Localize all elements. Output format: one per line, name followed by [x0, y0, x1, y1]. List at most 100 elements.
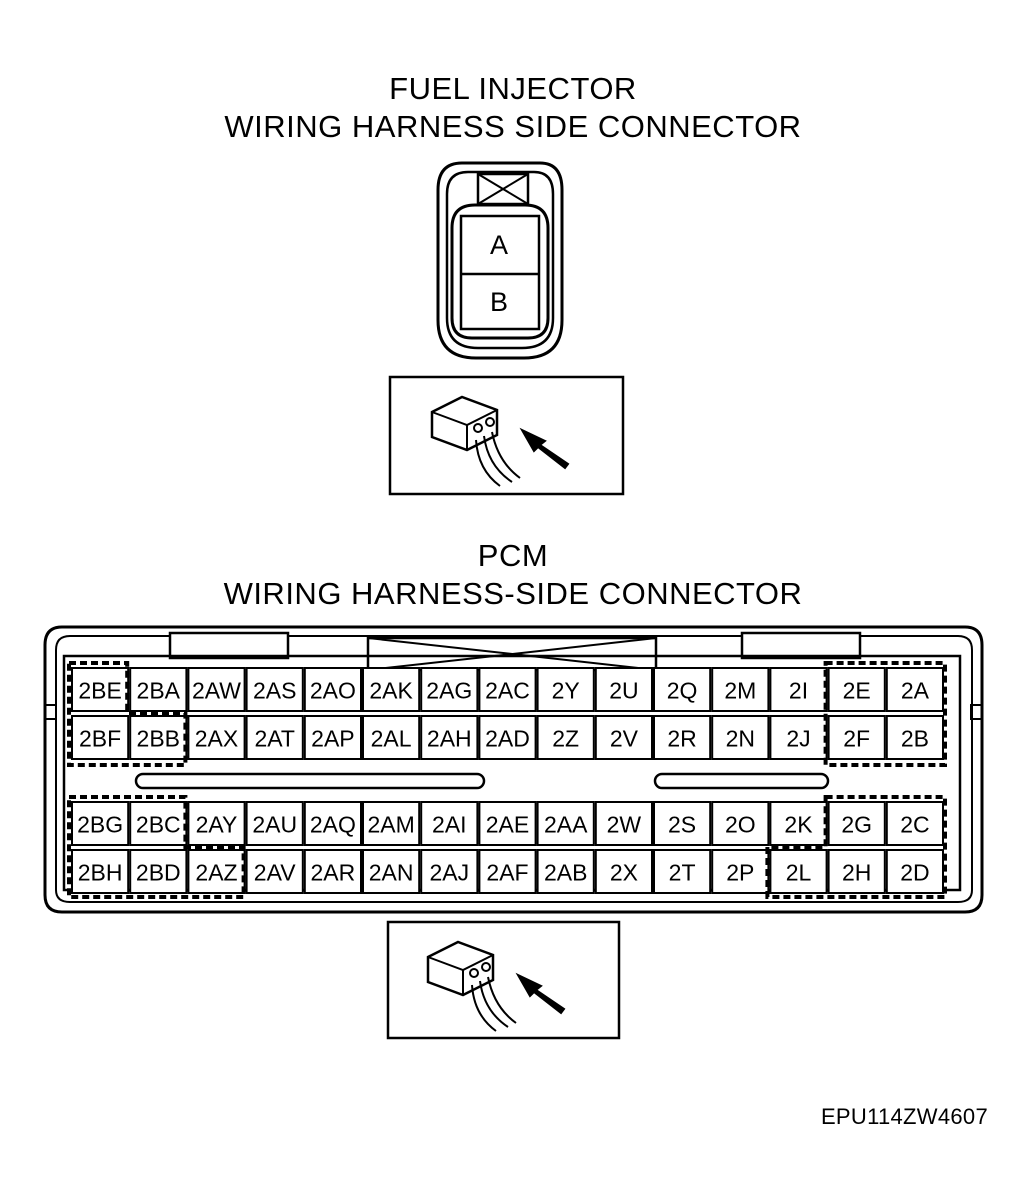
- pcm-terminal-label: 2AO: [310, 678, 356, 704]
- pcm-terminal-cell: [362, 667, 421, 712]
- pcm-terminal-cell: [71, 801, 130, 846]
- pcm-terminal-cell: [303, 849, 362, 894]
- pcm-terminal-label: 2R: [667, 726, 696, 752]
- pcm-terminal-label: 2W: [607, 812, 642, 838]
- pcm-terminal-label: 2AL: [371, 726, 412, 752]
- pcm-terminal-label: 2AY: [196, 812, 238, 838]
- reference-code: EPU114ZW4607: [820, 1104, 988, 1129]
- injector-view-direction-icon: [388, 375, 625, 496]
- pcm-terminal-label: 2AG: [426, 678, 472, 704]
- pcm-terminal-label: 2AA: [544, 812, 588, 838]
- pcm-terminal-label: 2AQ: [310, 812, 356, 838]
- pcm-terminal-label: 2P: [726, 860, 754, 886]
- pcm-terminal-cell: [885, 801, 944, 846]
- pcm-terminal-label: 2AU: [252, 812, 297, 838]
- pcm-terminal-label: 2BA: [137, 678, 181, 704]
- pcm-terminal-label: 2AS: [253, 678, 296, 704]
- pcm-terminal-label: 2AD: [485, 726, 530, 752]
- pcm-terminal-label: 2F: [843, 726, 870, 752]
- pcm-terminal-label: 2M: [724, 678, 756, 704]
- pcm-terminal-cell: [420, 849, 479, 894]
- pcm-terminal-cell: [245, 849, 304, 894]
- injector-terminal-b: B: [490, 287, 508, 317]
- pcm-terminal-cell: [420, 801, 479, 846]
- pcm-terminal-label: 2G: [841, 812, 872, 838]
- pcm-terminal-label: 2AP: [311, 726, 354, 752]
- injector-title-line1: FUEL INJECTOR: [389, 71, 637, 106]
- pcm-terminal-cell: [536, 715, 595, 760]
- pcm-terminal-cell: [362, 849, 421, 894]
- pcm-terminal-label: 2BG: [77, 812, 123, 838]
- pcm-terminal-cell: [536, 849, 595, 894]
- pcm-terminal-label: 2BB: [137, 726, 180, 752]
- pcm-key-outline-upper-left: [67, 661, 188, 767]
- pcm-terminal-label: 2Z: [552, 726, 579, 752]
- pcm-terminal-label: 2Y: [552, 678, 580, 704]
- pcm-terminal-label: 2BC: [136, 812, 181, 838]
- pcm-terminal-label: 2C: [900, 812, 929, 838]
- pcm-terminal-cell: [536, 667, 595, 712]
- pcm-terminal-cell: [827, 667, 886, 712]
- pcm-terminal-cell: [71, 849, 130, 894]
- pcm-terminal-label: 2AB: [544, 860, 587, 886]
- pcm-terminal-label: 2AC: [485, 678, 530, 704]
- pcm-terminal-cell: [827, 849, 886, 894]
- pcm-terminal-label: 2AE: [486, 812, 529, 838]
- pcm-terminal-cell: [594, 849, 653, 894]
- pcm-key-outline-upper-right: [823, 661, 947, 767]
- pcm-terminal-cell: [594, 667, 653, 712]
- pcm-terminal-label: 2N: [726, 726, 755, 752]
- injector-connector: [436, 161, 564, 360]
- injector-title-line2: WIRING HARNESS SIDE CONNECTOR: [224, 109, 802, 144]
- pcm-terminal-cell: [187, 715, 246, 760]
- pcm-terminal-cell: [71, 715, 130, 760]
- pcm-terminal-cell: [769, 849, 828, 894]
- pcm-terminal-label: 2S: [668, 812, 696, 838]
- pcm-terminal-cell: [303, 801, 362, 846]
- pcm-terminal-label: 2AK: [369, 678, 413, 704]
- pcm-terminal-label: 2U: [609, 678, 638, 704]
- pcm-terminal-cell: [478, 849, 537, 894]
- pcm-terminal-cell: [478, 801, 537, 846]
- pcm-terminal-cell: [245, 801, 304, 846]
- pcm-terminal-label: 2BF: [79, 726, 121, 752]
- pcm-terminal-cell: [653, 801, 712, 846]
- pcm-terminal-label: 2AV: [254, 860, 296, 886]
- pcm-terminal-label: 2AR: [311, 860, 356, 886]
- pcm-terminal-label: 2D: [900, 860, 929, 886]
- pcm-terminal-cell: [71, 667, 130, 712]
- pcm-terminal-label: 2AJ: [429, 860, 469, 886]
- injector-connector-title: FUEL INJECTOR WIRING HARNESS SIDE CONNEC…: [0, 70, 1026, 146]
- pcm-title-line2: WIRING HARNESS-SIDE CONNECTOR: [223, 576, 803, 611]
- pcm-terminal-cell: [129, 849, 188, 894]
- pcm-terminal-cell: [653, 715, 712, 760]
- pcm-terminal-cell: [769, 667, 828, 712]
- pcm-terminal-cell: [711, 801, 770, 846]
- pcm-terminal-label: 2AN: [369, 860, 414, 886]
- pcm-terminal-cell: [187, 667, 246, 712]
- pcm-terminal-cell: [245, 667, 304, 712]
- pcm-terminal-cell: [653, 667, 712, 712]
- pcm-terminal-label: 2K: [784, 812, 813, 838]
- pcm-terminal-label: 2BD: [136, 860, 181, 886]
- pcm-terminal-cell: [420, 715, 479, 760]
- pcm-terminal-label: 2AW: [192, 678, 241, 704]
- pcm-terminal-cell: [129, 667, 188, 712]
- pcm-key-outline-lower-right: [765, 795, 947, 899]
- pcm-terminal-cell: [711, 667, 770, 712]
- pcm-terminal-cell: [594, 715, 653, 760]
- pcm-terminal-label: 2Q: [667, 678, 698, 704]
- pcm-terminal-cell: [245, 715, 304, 760]
- pcm-terminal-label: 2X: [610, 860, 638, 886]
- pcm-view-direction-icon: [386, 920, 621, 1040]
- pcm-terminal-cell: [303, 715, 362, 760]
- pcm-connector-title: PCM WIRING HARNESS-SIDE CONNECTOR: [0, 537, 1026, 613]
- pcm-terminal-cell: [478, 667, 537, 712]
- pcm-terminal-label: 2BH: [78, 860, 123, 886]
- pcm-terminal-cell: [129, 715, 188, 760]
- pcm-terminal-label: 2J: [786, 726, 810, 752]
- pcm-terminal-label: 2AF: [486, 860, 528, 886]
- pcm-terminal-label: 2T: [669, 860, 696, 886]
- pcm-terminal-label: 2I: [789, 678, 808, 704]
